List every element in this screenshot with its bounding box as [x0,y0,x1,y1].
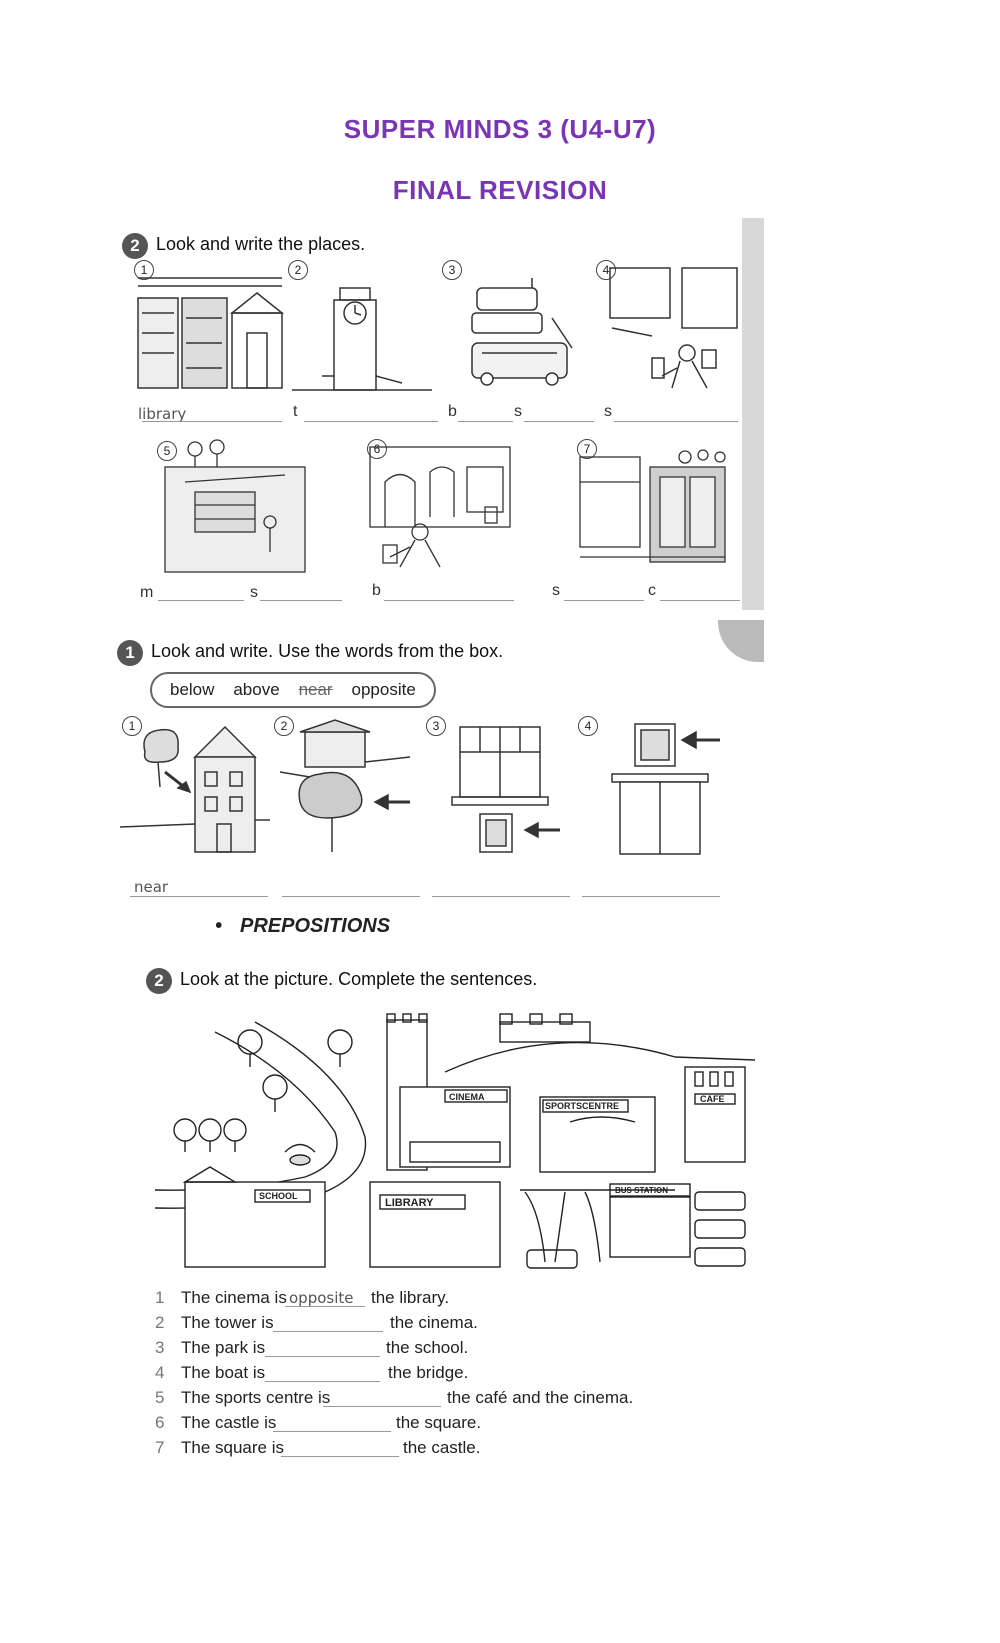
answer-line[interactable] [432,896,570,897]
map-label-school: SCHOOL [259,1191,298,1201]
item-number: 4 [578,716,598,736]
answer-prefix: b [372,582,381,599]
places-illustrations-row1 [137,267,738,391]
item-number: 1 [122,716,142,736]
answer-line[interactable] [265,1381,380,1382]
scan-edge [742,218,764,610]
answer-line[interactable] [158,600,244,601]
item-number: 6 [367,439,387,459]
item-number: 3 [442,260,462,280]
places-instruction: 2 Look and write the places. [122,233,365,259]
answer-line[interactable] [582,896,720,897]
answer-prefix: t [293,403,298,420]
answer-line[interactable] [614,421,738,422]
exercise-number-badge: 2 [146,968,172,994]
word-box-item: above [233,680,280,699]
box-illustrations [120,719,720,855]
answer-prefix: s [250,584,258,601]
item-number: 3 [426,716,446,736]
places-row-1: 1 2 3 4 [132,258,752,398]
town-map-illustration: CINEMA SPORTSCENTRE CAFE SCHOOL LIBRARY … [155,1012,755,1274]
map-label-cinema: CINEMA [449,1092,485,1102]
box-answers: near [130,878,730,900]
worksheet-title: SUPER MINDS 3 (U4-U7) [343,114,657,144]
answer-prefix: s [604,403,612,420]
answer-line[interactable] [458,421,513,422]
answer-text: opposite [289,1289,354,1307]
map-label-bus-station: BUS STATION [615,1186,668,1195]
answer-line[interactable] [260,600,342,601]
answer-line[interactable] [273,1331,383,1332]
exercise-number-badge: 1 [117,640,143,666]
answer-line[interactable] [282,896,420,897]
answer-line[interactable] [524,421,594,422]
answer-line[interactable] [130,896,268,897]
map-label-cafe: CAFE [700,1094,725,1104]
answer-line[interactable] [384,600,514,601]
answer-line[interactable] [265,1356,380,1357]
map-label-library: LIBRARY [385,1197,434,1209]
answer-prefix: s [514,403,522,420]
answer-prefix: s [552,582,560,599]
answer-line[interactable] [273,1431,391,1432]
box-instruction: 1 Look and write. Use the words from the … [117,640,503,666]
answer-line[interactable] [142,421,282,422]
item-number: 5 [157,441,177,461]
answer-prefix: b [448,403,457,420]
instruction-text: Look and write the places. [156,234,366,255]
item-number: 7 [577,439,597,459]
answer-line[interactable] [285,1306,365,1307]
answer-line[interactable] [564,600,644,601]
word-box-item: opposite [351,680,416,699]
item-number: 4 [596,260,616,280]
word-box-item: below [170,680,215,699]
item-number: 1 [134,260,154,280]
box-pictures: 1 2 3 4 [120,712,730,862]
places-answers-row1: library t b s s [138,403,748,429]
places-row-2: 5 6 7 [155,437,745,577]
picture-instruction: 2 Look at the picture. Complete the sente… [146,968,537,994]
answer-prefix: c [648,582,656,599]
word-box-item: near [298,680,333,699]
exercise-number-badge: 2 [122,233,148,259]
item-number: 2 [288,260,308,280]
answer-line[interactable] [323,1406,441,1407]
answer-line[interactable] [281,1456,399,1457]
answer-prefix: library [138,405,187,423]
word-box: below above near opposite [150,672,436,708]
answer-line[interactable] [304,421,438,422]
worksheet-subtitle: FINAL REVISION [392,175,608,205]
answer-prefix: m [140,584,154,601]
item-number: 2 [274,716,294,736]
map-label-sports-centre: SPORTSCENTRE [545,1101,619,1111]
places-answers-row2: m s b s c [140,582,745,608]
answer-text: near [134,878,169,896]
answer-line[interactable] [660,600,740,601]
instruction-text: Look and write. Use the words from the b… [151,641,504,662]
places-illustrations-row2 [164,439,726,573]
instruction-text: Look at the picture. Complete the senten… [180,969,538,990]
page-corner-badge [718,620,764,662]
prepositions-heading: •PREPOSITIONS [215,915,391,937]
